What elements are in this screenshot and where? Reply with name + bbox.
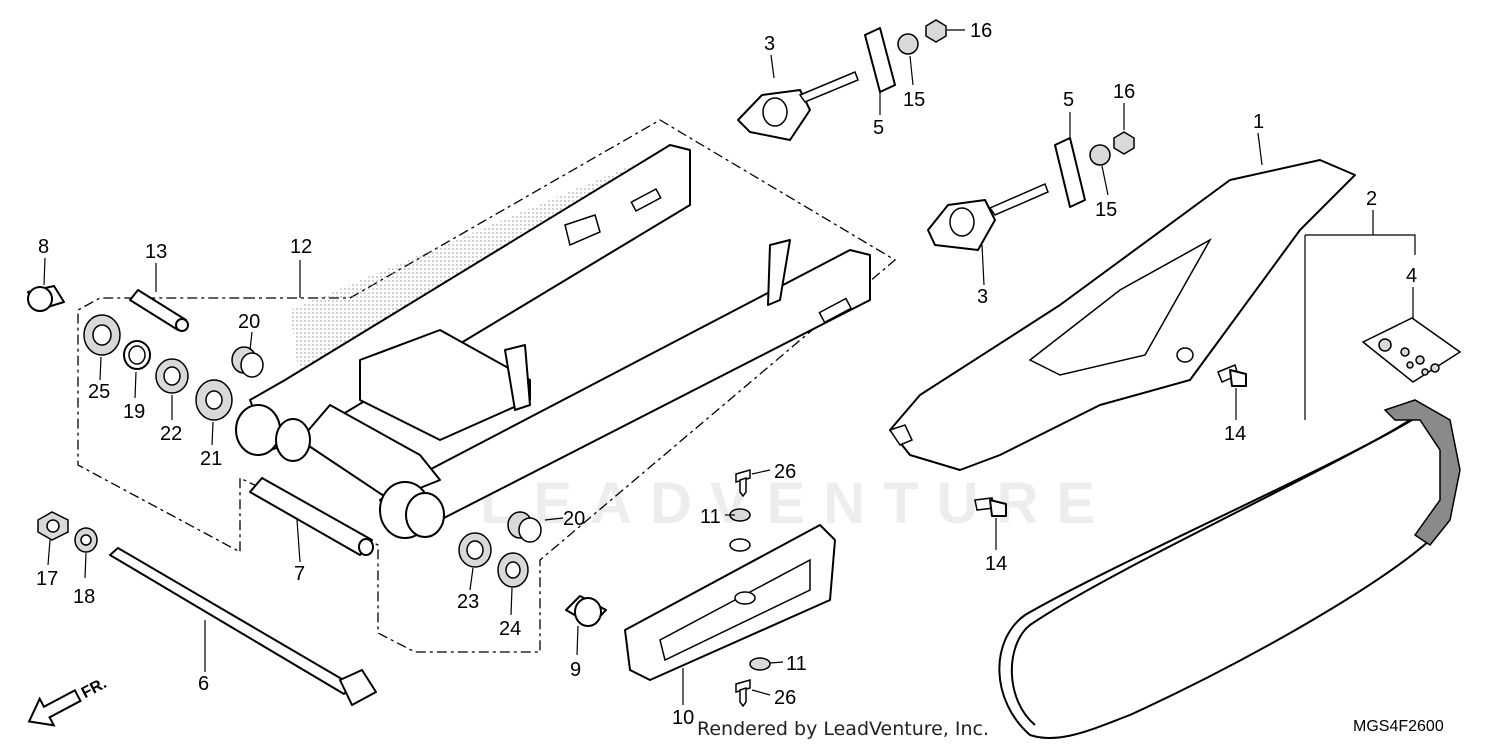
- collar-20-lower[interactable]: [507, 511, 542, 543]
- nut-15-lower[interactable]: [1089, 144, 1111, 166]
- callout-7: 7: [294, 563, 305, 585]
- leader-lines: [43, 29, 1414, 705]
- callout-12: 12: [290, 236, 312, 258]
- ball-bearing-24[interactable]: [497, 552, 529, 588]
- callout-19: 19: [123, 401, 145, 423]
- callout-21: 21: [200, 448, 222, 470]
- callout-14-upper: 14: [1224, 423, 1246, 445]
- needle-bearing-23[interactable]: [458, 532, 492, 568]
- callout-5-lower: 5: [1063, 89, 1074, 111]
- callout-8: 8: [38, 236, 49, 258]
- callout-11-lower: 11: [786, 653, 807, 675]
- footer-credit: Rendered by LeadVenture, Inc.: [697, 718, 990, 740]
- callout-13: 13: [145, 241, 167, 263]
- callout-9: 9: [570, 659, 581, 681]
- needle-bearing-22[interactable]: [155, 358, 189, 394]
- callout-18: 18: [73, 586, 95, 608]
- ball-bearing-21[interactable]: [195, 379, 233, 421]
- callout-17: 17: [36, 568, 58, 590]
- callout-3-lower: 3: [977, 286, 988, 308]
- callout-15-lower: 15: [1095, 199, 1117, 221]
- adjuster-plate-5-lower[interactable]: [1054, 137, 1086, 208]
- nut-16-lower[interactable]: [1113, 131, 1135, 155]
- dust-seal-25[interactable]: [83, 314, 121, 356]
- callout-15-upper: 15: [903, 89, 925, 111]
- diagram-code: MGS4F2600: [1353, 718, 1444, 735]
- callout-1: 1: [1253, 111, 1264, 133]
- collar-8[interactable]: [27, 285, 65, 312]
- screw-26-lower[interactable]: [735, 679, 751, 708]
- callout-11-upper: 11: [700, 506, 721, 528]
- callout-26-lower: 26: [774, 687, 796, 709]
- nut-17[interactable]: [37, 511, 69, 541]
- swingarm-group-outline: [77, 119, 897, 653]
- pivot-bolt-6[interactable]: [109, 547, 377, 706]
- front-direction-arrow-icon: FR.: [27, 675, 110, 727]
- callout-23: 23: [457, 591, 479, 613]
- callout-20-upper: 20: [238, 311, 260, 333]
- callout-3-upper: 3: [764, 33, 775, 55]
- callout-25: 25: [88, 381, 110, 403]
- screw-26-upper[interactable]: [735, 469, 751, 498]
- callout-6: 6: [198, 673, 209, 695]
- callout-2: 2: [1366, 188, 1377, 210]
- pipe-7[interactable]: [249, 477, 374, 556]
- adjuster-plate-5-upper[interactable]: [864, 27, 896, 93]
- callout-24: 24: [499, 618, 521, 640]
- callout-16-lower: 16: [1113, 81, 1135, 103]
- washer-18[interactable]: [74, 527, 98, 553]
- chain-slider-10[interactable]: [624, 524, 836, 681]
- chain-case-1[interactable]: [888, 159, 1356, 471]
- washer-11-lower[interactable]: [749, 657, 771, 671]
- chain-adjuster-3-upper[interactable]: [737, 71, 859, 141]
- drive-chain-2[interactable]: [998, 399, 1461, 739]
- collar-9[interactable]: [565, 595, 607, 627]
- callout-4: 4: [1406, 265, 1417, 287]
- bolt-14-lower[interactable]: [974, 497, 1007, 517]
- callout-10: 10: [672, 707, 694, 729]
- collar-20-upper[interactable]: [231, 346, 264, 378]
- chain-joint-kit-4[interactable]: [1361, 317, 1462, 383]
- chain-adjuster-3-lower[interactable]: [927, 182, 1049, 251]
- circlip-19[interactable]: [123, 340, 151, 370]
- bolt-14-upper[interactable]: [1217, 363, 1247, 387]
- nut-15-upper[interactable]: [897, 33, 919, 55]
- front-direction-label: FR.: [79, 675, 110, 702]
- callout-16-upper: 16: [970, 20, 992, 42]
- callout-26-upper: 26: [774, 461, 796, 483]
- group-2-bracket: [1305, 234, 1416, 255]
- nut-16-upper[interactable]: [925, 19, 947, 43]
- callout-22: 22: [160, 423, 182, 445]
- pipe-13[interactable]: [129, 289, 189, 332]
- swingarm[interactable]: [235, 144, 871, 539]
- callout-20-lower: 20: [563, 508, 585, 530]
- callout-14-lower: 14: [985, 553, 1007, 575]
- callout-5-upper: 5: [873, 117, 884, 139]
